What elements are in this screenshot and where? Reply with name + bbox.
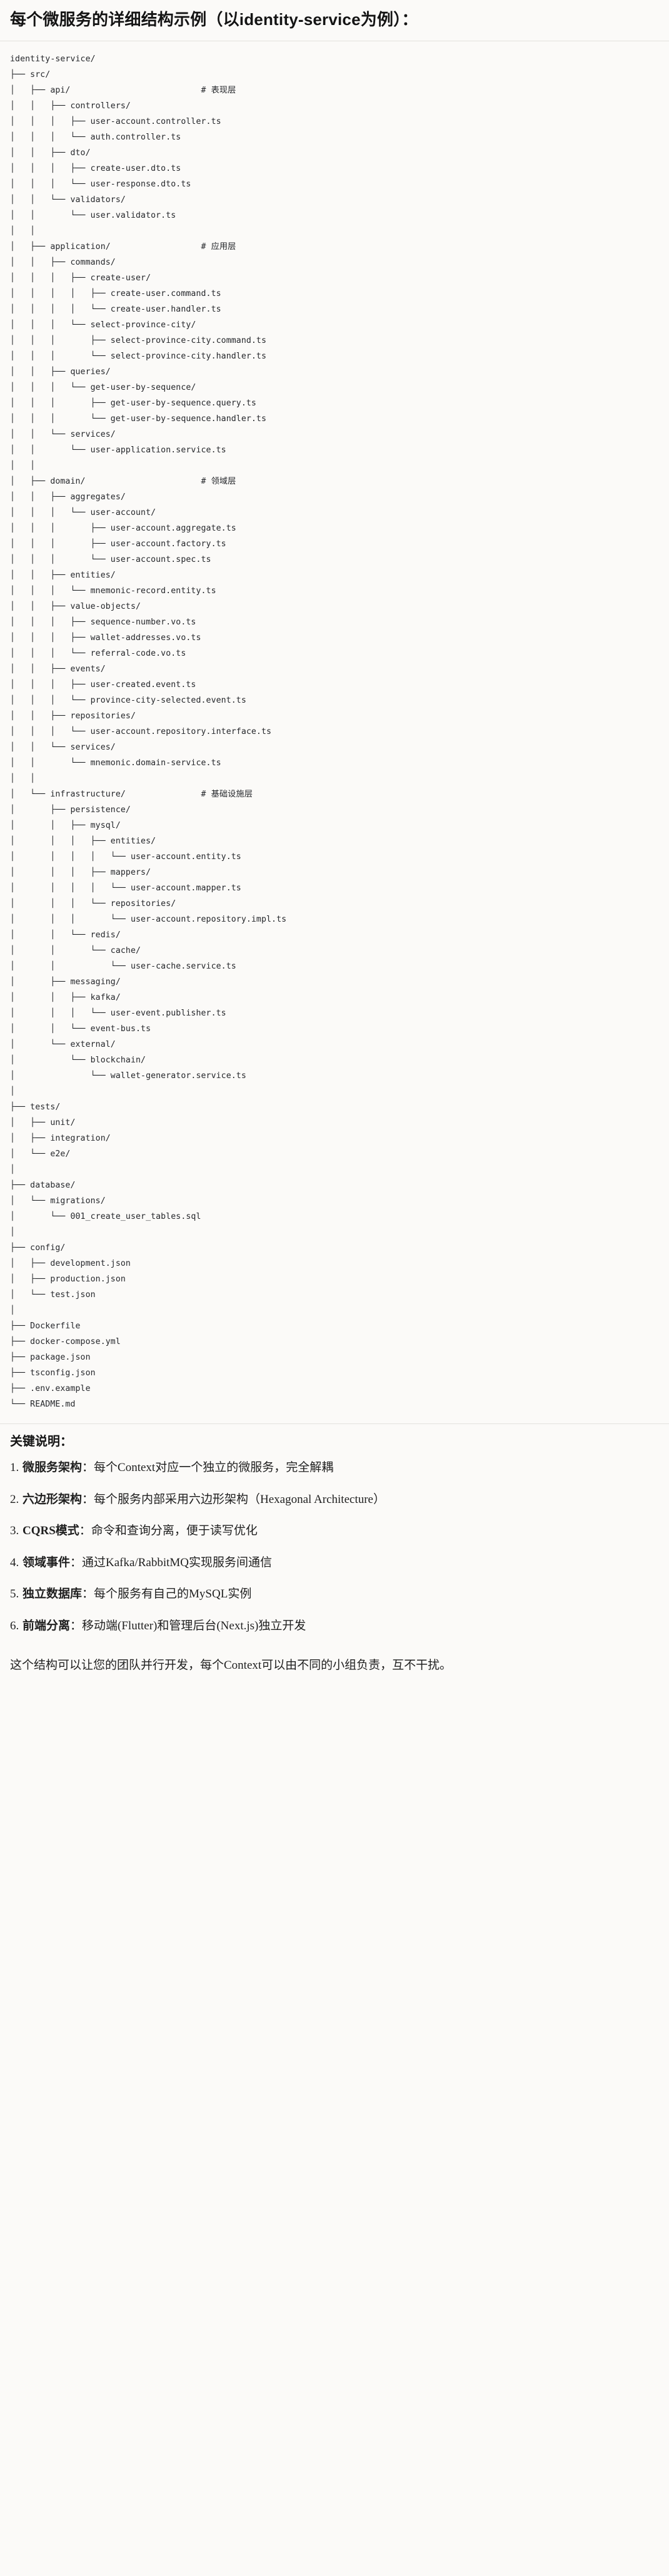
divider-bottom — [0, 1423, 669, 1425]
note-number: 5. — [10, 1587, 19, 1601]
list-item: 2. 六边形架构：每个服务内部采用六边形架构（Hexagonal Archite… — [10, 1491, 659, 1509]
code-block-directory-tree: identity-service/ ├── src/ │ ├── api/ # … — [0, 41, 669, 1424]
note-text: 通过Kafka/RabbitMQ实现服务间通信 — [82, 1555, 273, 1569]
note-separator: ： — [70, 1619, 83, 1632]
document-page: 每个微服务的详细结构示例（以identity-service为例）： ident… — [0, 10, 669, 1672]
note-number: 6. — [10, 1619, 19, 1632]
key-notes-title: 关键说明： — [10, 1435, 73, 1449]
note-text: 移动端(Flutter)和管理后台(Next.js)独立开发 — [82, 1619, 306, 1632]
note-separator: ： — [70, 1555, 83, 1569]
note-text: 命令和查询分离，便于读写优化 — [91, 1524, 258, 1538]
note-separator: ： — [82, 1492, 94, 1506]
note-number: 3. — [10, 1524, 19, 1538]
note-text: 每个服务有自己的MySQL实例 — [94, 1587, 252, 1601]
directory-tree-text: identity-service/ ├── src/ │ ├── api/ # … — [10, 54, 287, 1410]
note-number: 4. — [10, 1555, 19, 1569]
note-separator: ： — [82, 1587, 94, 1601]
note-label: 六边形架构 — [23, 1492, 83, 1506]
note-separator: ： — [82, 1461, 94, 1475]
note-text: 每个Context对应一个独立的微服务，完全解耦 — [94, 1461, 334, 1475]
note-label: 微服务架构 — [23, 1461, 83, 1475]
note-label: 独立数据库 — [23, 1587, 83, 1601]
list-item: 5. 独立数据库：每个服务有自己的MySQL实例 — [10, 1586, 659, 1604]
list-item: 1. 微服务架构：每个Context对应一个独立的微服务，完全解耦 — [10, 1459, 659, 1477]
note-label: 前端分离 — [23, 1619, 71, 1632]
list-item: 4. 领域事件：通过Kafka/RabbitMQ实现服务间通信 — [10, 1554, 659, 1572]
list-item: 3. CQRS模式：命令和查询分离，便于读写优化 — [10, 1522, 659, 1540]
note-number: 1. — [10, 1461, 19, 1475]
list-item: 6. 前端分离：移动端(Flutter)和管理后台(Next.js)独立开发 — [10, 1617, 659, 1636]
page-title: 每个微服务的详细结构示例（以identity-service为例）： — [10, 10, 418, 29]
closing-paragraph: 这个结构可以让您的团队并行开发，每个Context可以由不同的小组负责，互不干扰… — [10, 1659, 452, 1672]
note-text: 每个服务内部采用六边形架构（Hexagonal Architecture） — [94, 1492, 385, 1506]
note-separator: ： — [79, 1524, 91, 1538]
key-notes-list: 1. 微服务架构：每个Context对应一个独立的微服务，完全解耦 2. 六边形… — [10, 1459, 659, 1635]
note-number: 2. — [10, 1492, 19, 1506]
note-label: CQRS模式 — [23, 1524, 79, 1538]
note-label: 领域事件 — [23, 1555, 71, 1569]
key-notes-section: 关键说明： 1. 微服务架构：每个Context对应一个独立的微服务，完全解耦 … — [0, 1424, 669, 1652]
